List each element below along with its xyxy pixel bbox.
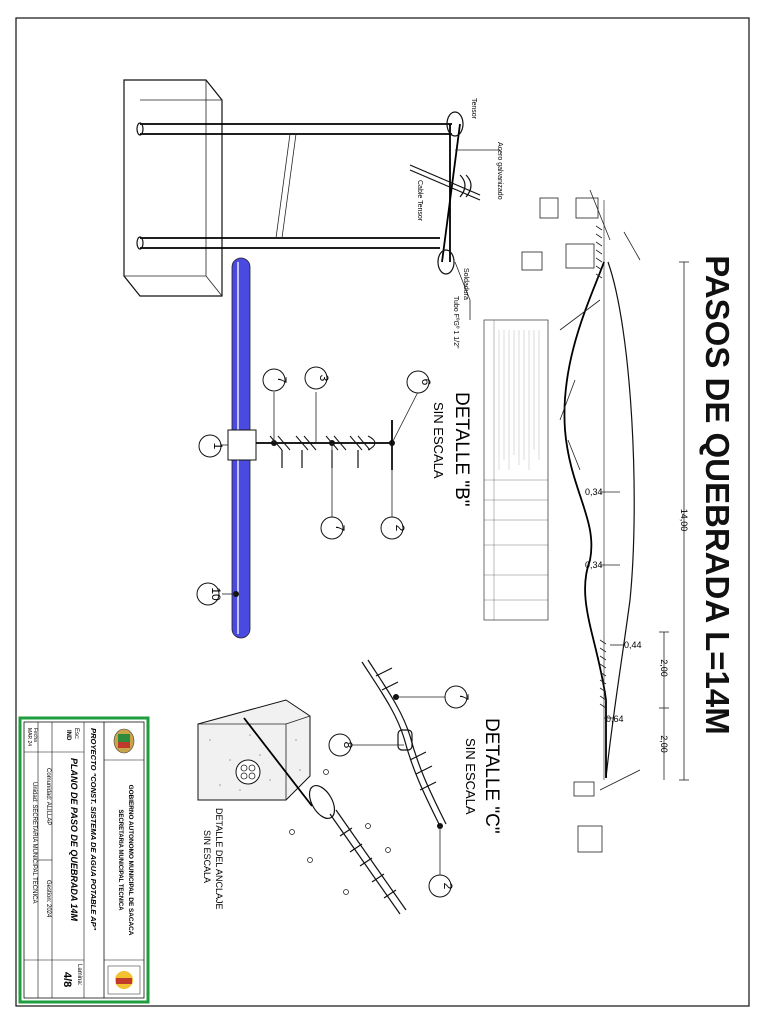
svg-text:10: 10 (209, 587, 223, 601)
label-tubo: Tubo FºGº 1 1/2" (452, 296, 459, 349)
dim-sag-2: 0,34 (585, 560, 603, 570)
detail-c-scale: SIN ESCALA (463, 738, 478, 815)
dim-sag-3: 0,44 (624, 640, 642, 650)
svg-text:7: 7 (333, 525, 347, 532)
svg-text:7: 7 (457, 694, 471, 701)
title-block-project: PROYECTO "CONST. SISTEMA DE AGUA POTABLE… (89, 728, 98, 931)
callout-7-top: 7 (262, 368, 289, 392)
drawing-title: PASOS DE QUEBRADA L=14M (699, 255, 736, 735)
callout-7-bottom: 7 (320, 516, 347, 540)
label-soldadura: Soldadura (462, 268, 469, 300)
title-block-institution: GOBIERNO AUTONOMO MUNICIPAL DE SACACA (127, 785, 134, 936)
callout-1: 1 (198, 434, 225, 458)
agency-logo (107, 965, 141, 995)
callout-2-b: 2 (380, 516, 407, 540)
detail-c: DETALLE "C" SIN ESCALA (350, 659, 502, 876)
svg-text:8: 8 (341, 742, 355, 749)
sheet-border (15, 17, 750, 1007)
title-block-unit: Unidad: SECRETARIA MUNICIPAL TECNICA (31, 782, 37, 903)
dim-span: 14,00 (679, 509, 689, 532)
title-block-fecha-label: Fecha (32, 728, 38, 742)
callout-2-c: 2 (428, 874, 455, 898)
title-block-lamina-label: Lamina: (76, 964, 82, 986)
callout-8: 8 (328, 733, 355, 757)
anchor-detail-title: DETALLE DEL ANCLAJE (214, 808, 224, 910)
label-tensor: Tensor (470, 98, 477, 120)
svg-text:3: 3 (317, 375, 331, 382)
materials-table (483, 319, 549, 621)
dim-sag-1: 0,34 (585, 487, 603, 497)
crossing-elevation: 14,00 2,00 2,00 0,34 0,34 0,44 0,64 (521, 189, 689, 853)
title-block-gestion: Gestion: 2024 (45, 880, 51, 918)
title-block-lamina-value: 4/8 (61, 972, 73, 987)
title-block-department: SECRETARIA MUNICIPAL TECNICA (117, 809, 123, 911)
label-grapa: Acero galvanizado (496, 142, 503, 200)
svg-text:1: 1 (211, 443, 225, 450)
callout-10: 10 (196, 582, 223, 606)
svg-text:2: 2 (441, 883, 455, 890)
dim-sag-4: 0,64 (606, 714, 624, 724)
tower-perspective: Tensor Acero galvanizado Cable Tensor So… (123, 79, 503, 349)
anchor-detail: DETALLE DEL ANCLAJE SIN ESCALA (197, 699, 407, 915)
title-block-fecha-value: MAR 24 (26, 728, 32, 746)
label-cable: Cable Tensor (416, 180, 423, 222)
municipal-logo (113, 728, 135, 754)
callout-6: 6 (406, 370, 433, 394)
title-block-scale-value: IND (65, 730, 71, 741)
dim-side-b: 2,00 (659, 735, 669, 753)
title-block: GOBIERNO AUTONOMO MUNICIPAL DE SACACA SE… (18, 716, 150, 1004)
detail-b-scale: SIN ESCALA (431, 402, 446, 479)
title-block-scale-label: Esc: (73, 728, 79, 740)
callout-3: 3 (304, 366, 331, 390)
detail-b-title: DETALLE "B" (451, 392, 472, 507)
detail-c-title: DETALLE "C" (481, 718, 502, 834)
title-block-plan: PLANO DE PASO DE QUEBRADA 14M (69, 758, 79, 922)
dim-side-a: 2,00 (659, 659, 669, 677)
callout-7-c: 7 (444, 685, 471, 709)
anchor-detail-scale: SIN ESCALA (202, 830, 212, 883)
callouts: 1 2 3 6 7 7 7 8 2 10 (196, 366, 471, 898)
svg-text:6: 6 (419, 379, 433, 386)
svg-text:2: 2 (393, 525, 407, 532)
detail-b: DETALLE "B" SIN ESCALA (222, 257, 472, 639)
title-block-community: Comunidad: ALILLAP (45, 768, 51, 825)
svg-text:7: 7 (275, 377, 289, 384)
